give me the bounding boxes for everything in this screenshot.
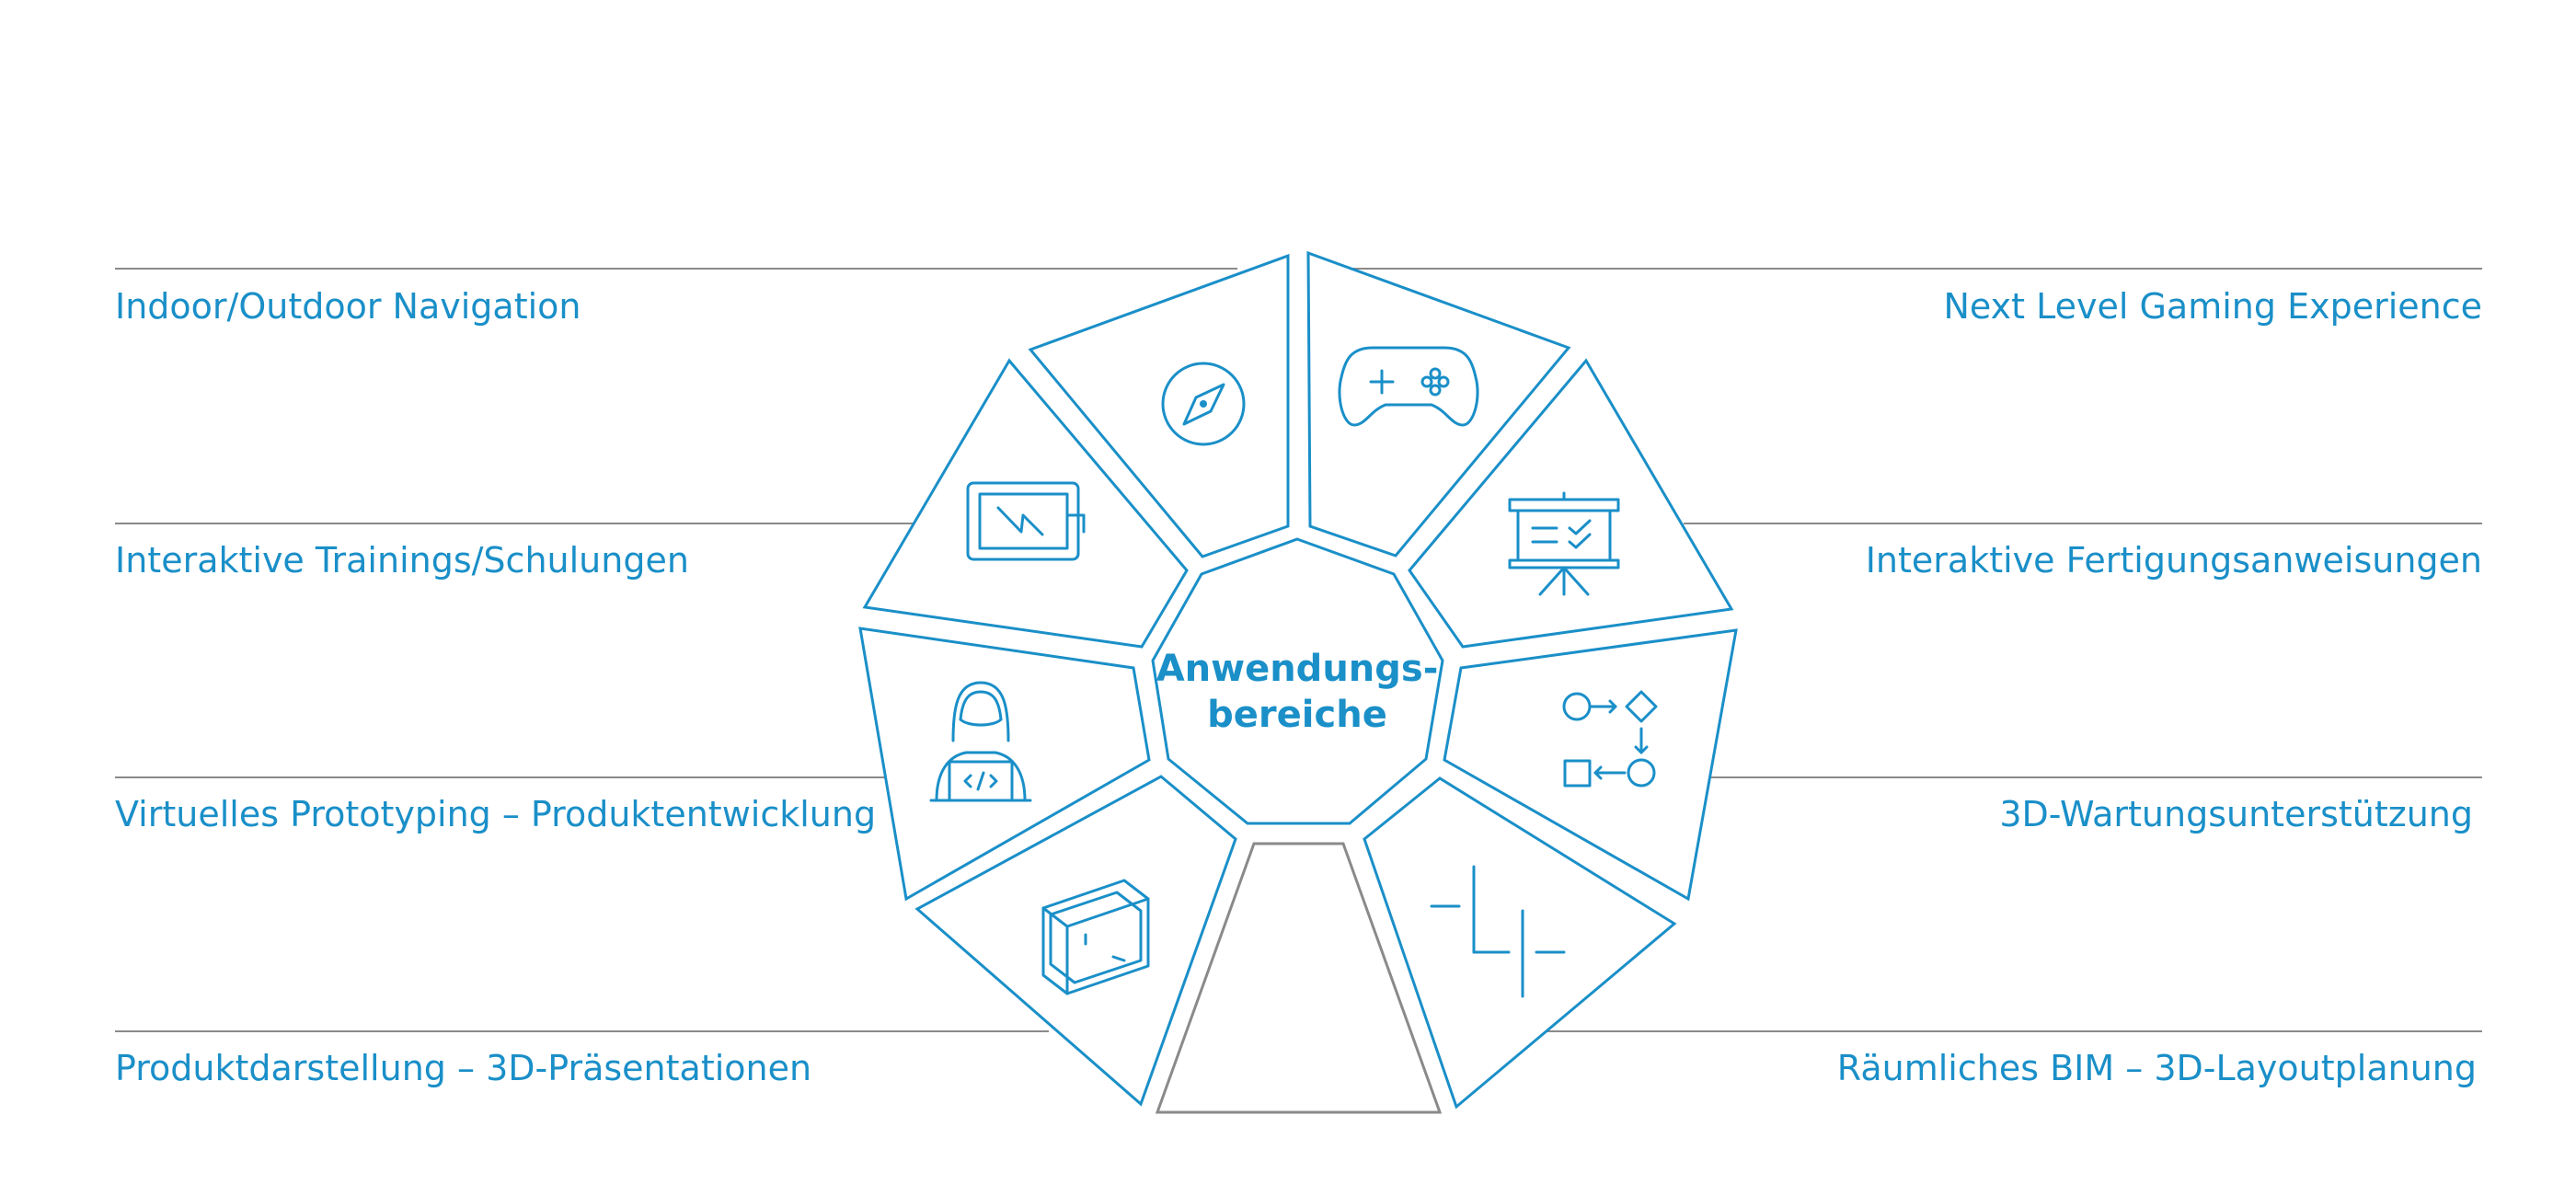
label-gaming-experience: Next Level Gaming Experience [1944, 286, 2483, 327]
3d-cube-icon [1041, 879, 1150, 995]
label-manufacturing-instructions: Interaktive Fertigungsanweisungen [1866, 540, 2482, 581]
segment-navigation [1028, 253, 1290, 558]
label-product-presentation: Produktdarstellung – 3D-Präsentationen [115, 1048, 811, 1088]
gamepad-icon [1338, 346, 1479, 427]
presentation-board-icon [1508, 491, 1620, 596]
label-virtual-prototyping: Virtuelles Prototyping – Produktentwickl… [115, 794, 876, 834]
segment-prototyping [858, 627, 1151, 902]
segment-bim [1363, 776, 1677, 1110]
segment-presentation [914, 775, 1237, 1107]
floorplan-icon [1430, 865, 1566, 998]
center-hub [1151, 537, 1444, 825]
segment-empty [1155, 842, 1443, 1114]
label-bim-layout-planning: Räumliches BIM – 3D-Layoutplanung [1837, 1048, 2477, 1088]
label-interactive-trainings: Interaktive Trainings/Schulungen [115, 540, 689, 581]
center-title-line1: Anwendungs- [1156, 648, 1439, 690]
segment-training [862, 358, 1189, 649]
flowchart-icon [1562, 690, 1658, 788]
compass-icon [1161, 362, 1246, 446]
label-indoor-outdoor-navigation: Indoor/Outdoor Navigation [115, 286, 581, 327]
label-maintenance-support: 3D-Wartungsunterstützung [1999, 794, 2473, 834]
tablet-icon [966, 481, 1086, 561]
segment-gaming [1306, 250, 1571, 558]
segment-manufacturing [1408, 358, 1734, 649]
center-title-line2: bereiche [1207, 694, 1387, 736]
developer-laptop-icon [929, 681, 1032, 802]
